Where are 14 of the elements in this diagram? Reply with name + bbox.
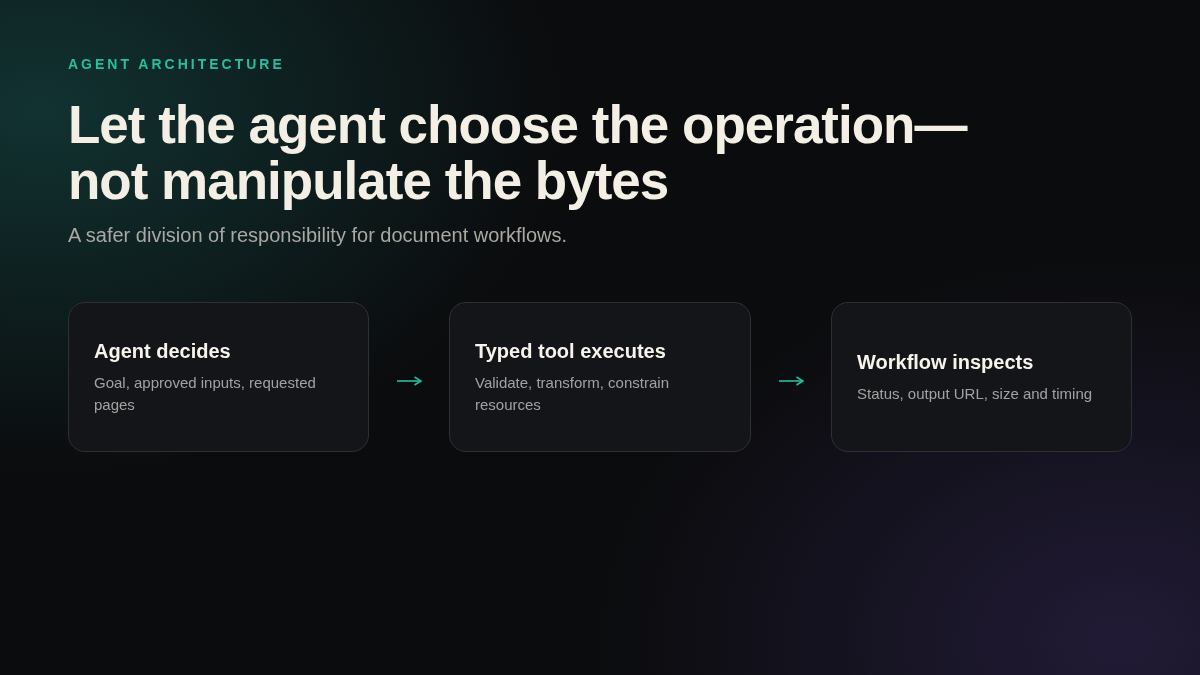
card-title: Typed tool executes: [475, 338, 666, 363]
process-card: [68, 302, 369, 452]
eyebrow-label: AGENT ARCHITECTURE: [68, 56, 285, 72]
arrow: [778, 376, 804, 386]
heading: Let the agent choose the operation—not manipulate the bytes: [68, 97, 968, 209]
card-description: Goal, approved inputs, requested pages: [94, 372, 317, 415]
subtitle: A safer division of responsibility for document workflows.: [68, 223, 568, 247]
card-title: Workflow inspects: [857, 349, 1034, 374]
card-title: Agent decides: [94, 338, 231, 363]
process-card: [449, 302, 751, 452]
arrow: [396, 376, 422, 386]
process-card: [831, 302, 1132, 452]
card-description: Validate, transform, constrain resources: [475, 372, 670, 415]
card-description: Status, output URL, size and timing: [857, 383, 1093, 404]
